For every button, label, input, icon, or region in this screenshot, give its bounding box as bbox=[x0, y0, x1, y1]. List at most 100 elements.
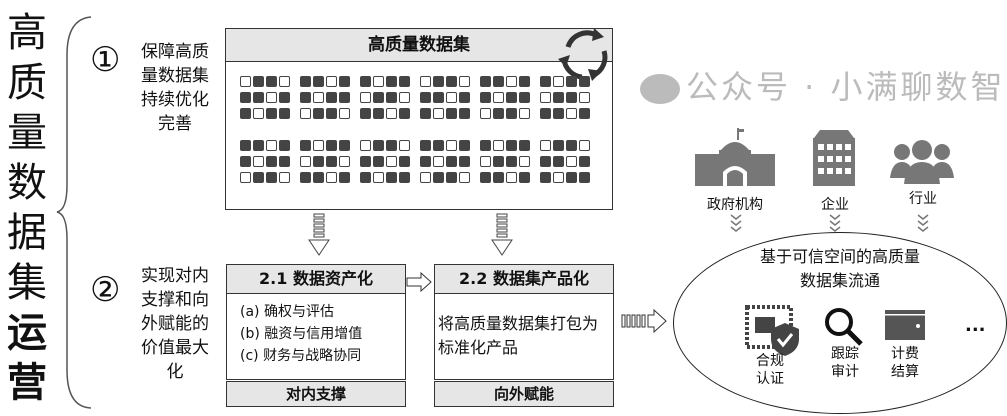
data-file-icon bbox=[566, 76, 577, 87]
data-file-icon bbox=[519, 108, 530, 119]
striped-right-arrow-icon bbox=[621, 309, 667, 333]
data-file-icon bbox=[553, 76, 564, 87]
data-file-icon bbox=[253, 76, 264, 87]
step-1-text: 保障高质量数据集持续优化完善 bbox=[141, 42, 209, 134]
data-file-icon bbox=[446, 92, 457, 103]
data-file-icon bbox=[433, 76, 444, 87]
data-file-icon bbox=[300, 140, 311, 151]
watermark: 公众号 · 小满聊数智 bbox=[640, 62, 1006, 108]
data-file-icon bbox=[446, 172, 457, 183]
data-file-icon bbox=[326, 172, 337, 183]
data-file-icon bbox=[360, 92, 371, 103]
data-icon-grid bbox=[240, 76, 600, 188]
data-file-icon bbox=[433, 156, 444, 167]
actor-label: 企业 bbox=[821, 197, 849, 213]
data-file-icon bbox=[579, 92, 590, 103]
data-file-icon bbox=[446, 108, 457, 119]
data-file-icon bbox=[253, 140, 264, 151]
data-file-icon bbox=[373, 76, 384, 87]
data-file-icon bbox=[339, 92, 350, 103]
brace bbox=[56, 16, 92, 409]
data-file-icon bbox=[339, 108, 350, 119]
circulation-item-label: 合规认证 bbox=[756, 353, 784, 387]
data-file-icon bbox=[519, 92, 530, 103]
data-file-icon bbox=[579, 76, 590, 87]
data-file-icon bbox=[459, 172, 470, 183]
data-file-icon bbox=[566, 156, 577, 167]
data-file-icon bbox=[420, 172, 431, 183]
data-file-icon bbox=[433, 172, 444, 183]
data-file-icon bbox=[399, 172, 410, 183]
data-file-icon bbox=[519, 156, 530, 167]
data-file-icon bbox=[480, 156, 491, 167]
cycle-icon bbox=[558, 28, 608, 81]
data-file-icon bbox=[480, 76, 491, 87]
data-file-icon bbox=[506, 156, 517, 167]
data-file-icon bbox=[553, 156, 564, 167]
data-file-icon bbox=[313, 76, 324, 87]
step-2-text: 实现对内支撑和向外赋能的价值最大化 bbox=[141, 266, 209, 382]
data-file-icon bbox=[279, 108, 290, 119]
data-file-icon bbox=[373, 140, 384, 151]
data-file-icon bbox=[493, 76, 504, 87]
data-file-icon bbox=[300, 108, 311, 119]
data-file-icon bbox=[373, 156, 384, 167]
title-char: 集 bbox=[7, 260, 47, 306]
data-file-icon bbox=[506, 172, 517, 183]
chevron-down-icon bbox=[829, 214, 841, 232]
data-file-icon bbox=[540, 108, 551, 119]
data-file-icon bbox=[266, 92, 277, 103]
data-file-icon bbox=[480, 92, 491, 103]
data-file-icon bbox=[253, 172, 264, 183]
data-file-icon bbox=[386, 76, 397, 87]
circulation-item-label: 计费结算 bbox=[891, 346, 919, 380]
list-item: (b) 融资与信用增值 bbox=[240, 326, 363, 342]
right-arrow-icon bbox=[406, 272, 432, 292]
people-group-icon bbox=[890, 140, 954, 184]
data-file-icon bbox=[446, 76, 457, 87]
data-file-icon bbox=[300, 76, 311, 87]
data-file-icon bbox=[519, 172, 530, 183]
title-char: 运 bbox=[7, 310, 47, 356]
data-file-icon bbox=[579, 140, 590, 151]
data-file-icon bbox=[459, 140, 470, 151]
data-file-icon bbox=[266, 140, 277, 151]
actor-label: 政府机构 bbox=[707, 197, 763, 213]
title-char: 数 bbox=[7, 160, 47, 206]
data-file-icon bbox=[326, 92, 337, 103]
data-file-icon bbox=[240, 76, 251, 87]
box-2-1-footer: 对内支撑 bbox=[226, 381, 406, 407]
watermark-text: 公众号 · 小满聊数智 bbox=[686, 68, 1006, 106]
wallet-icon bbox=[885, 310, 925, 340]
data-file-icon bbox=[279, 156, 290, 167]
data-file-icon bbox=[579, 172, 590, 183]
step-number-1: ① bbox=[90, 40, 121, 80]
data-file-icon bbox=[253, 108, 264, 119]
data-file-icon bbox=[399, 108, 410, 119]
data-file-icon bbox=[300, 156, 311, 167]
list-item: (c) 财务与战略协同 bbox=[240, 348, 362, 364]
more-ellipsis: ... bbox=[965, 315, 986, 336]
data-file-icon bbox=[519, 76, 530, 87]
chevron-down-icon bbox=[730, 214, 742, 232]
data-file-icon bbox=[279, 172, 290, 183]
data-file-icon bbox=[506, 76, 517, 87]
data-file-icon bbox=[240, 156, 251, 167]
data-file-icon bbox=[339, 156, 350, 167]
data-file-icon bbox=[540, 156, 551, 167]
chevron-down-icon bbox=[917, 214, 929, 232]
data-file-icon bbox=[459, 92, 470, 103]
title-char: 高 bbox=[7, 10, 47, 56]
data-file-icon bbox=[313, 172, 324, 183]
data-file-icon bbox=[313, 156, 324, 167]
data-file-icon bbox=[493, 108, 504, 119]
data-file-icon bbox=[326, 108, 337, 119]
data-file-icon bbox=[506, 108, 517, 119]
down-arrow-icon bbox=[491, 213, 513, 256]
title-char: 质 bbox=[7, 60, 47, 106]
data-file-icon bbox=[459, 156, 470, 167]
data-file-icon bbox=[360, 108, 371, 119]
box-2-1-title: 2.1 数据资产化 bbox=[226, 264, 406, 294]
data-file-icon bbox=[553, 172, 564, 183]
data-file-icon bbox=[519, 140, 530, 151]
